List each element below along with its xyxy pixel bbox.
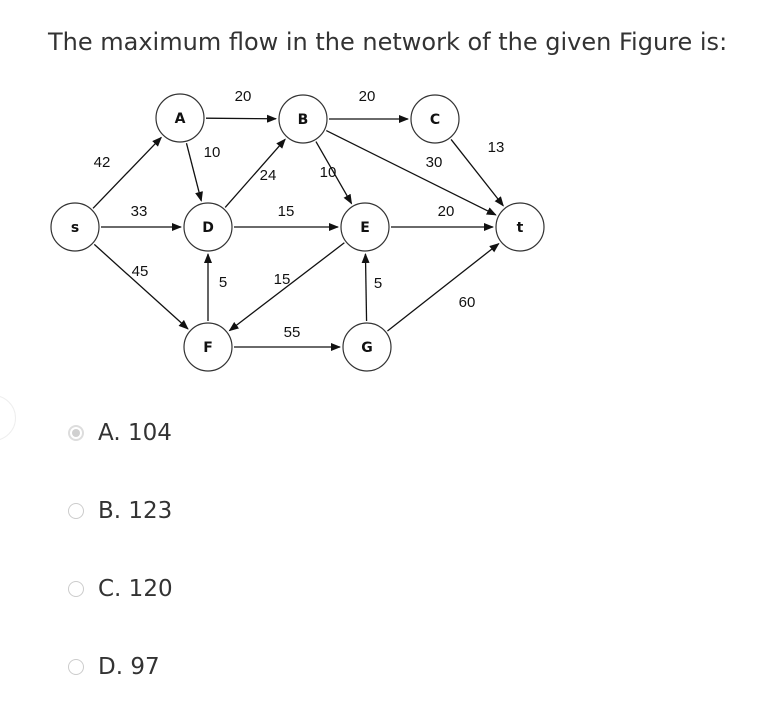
node-label: t: [517, 220, 524, 236]
option-d-label: D. 97: [98, 654, 160, 680]
edge-capacity-label: 55: [284, 324, 301, 341]
node-A: A: [155, 93, 205, 143]
node-B: B: [278, 94, 328, 144]
radio-d[interactable]: [68, 659, 84, 675]
node-label: C: [430, 112, 440, 128]
previous-nav-edge: [0, 395, 16, 441]
node-E: E: [340, 202, 390, 252]
edge-C-t: [450, 139, 504, 207]
edge-A-D: [185, 143, 203, 202]
edge-capacity-label: 5: [374, 275, 382, 292]
option-c-label: C. 120: [98, 576, 173, 602]
node-label: s: [71, 220, 79, 236]
node-label: E: [360, 220, 370, 236]
edge-capacity-label: 45: [132, 263, 149, 280]
edge-D-B: [224, 138, 286, 208]
node-D: D: [183, 202, 233, 252]
node-label: B: [298, 112, 309, 128]
radio-b[interactable]: [68, 503, 84, 519]
edge-capacity-label: 20: [438, 203, 455, 220]
edge-capacity-label: 15: [274, 271, 291, 288]
edge-s-F: [93, 243, 189, 330]
option-a[interactable]: A. 104: [68, 418, 172, 448]
node-G: G: [342, 322, 392, 372]
option-a-label: A. 104: [98, 420, 172, 446]
node-label: A: [175, 111, 186, 127]
edge-capacity-label: 20: [235, 88, 252, 105]
edge-G-E: [361, 252, 370, 322]
edge-A-B: [205, 114, 278, 123]
edge-capacity-label: 13: [488, 139, 505, 156]
node-s: s: [50, 202, 100, 252]
node-C: C: [410, 94, 460, 144]
edge-capacity-label: 33: [131, 203, 148, 220]
node-label: D: [202, 220, 214, 236]
edge-capacity-label: 24: [260, 167, 277, 184]
node-label: G: [361, 340, 373, 356]
node-label: F: [203, 340, 213, 356]
edge-E-F: [228, 242, 345, 332]
option-b[interactable]: B. 123: [68, 496, 172, 526]
edge-B-E: [315, 141, 353, 205]
radio-a[interactable]: [68, 425, 84, 441]
edge-capacity-label: 10: [320, 164, 337, 181]
edge-G-t: [387, 243, 500, 332]
node-F: F: [183, 322, 233, 372]
edge-capacity-label: 5: [219, 274, 227, 291]
edge-capacity-label: 10: [204, 144, 221, 161]
option-c[interactable]: C. 120: [68, 574, 173, 604]
edge-capacity-label: 15: [278, 203, 295, 220]
radio-c[interactable]: [68, 581, 84, 597]
edge-B-t: [325, 130, 497, 216]
edge-s-A: [92, 136, 162, 209]
edge-capacity-label: 60: [459, 294, 476, 311]
edge-capacity-label: 20: [359, 88, 376, 105]
option-d[interactable]: D. 97: [68, 652, 160, 682]
question-text: The maximum flow in the network of the g…: [48, 28, 728, 56]
option-b-label: B. 123: [98, 498, 173, 524]
edge-capacity-label: 30: [426, 154, 443, 171]
edge-capacity-label: 42: [94, 154, 111, 171]
node-t: t: [495, 202, 545, 252]
